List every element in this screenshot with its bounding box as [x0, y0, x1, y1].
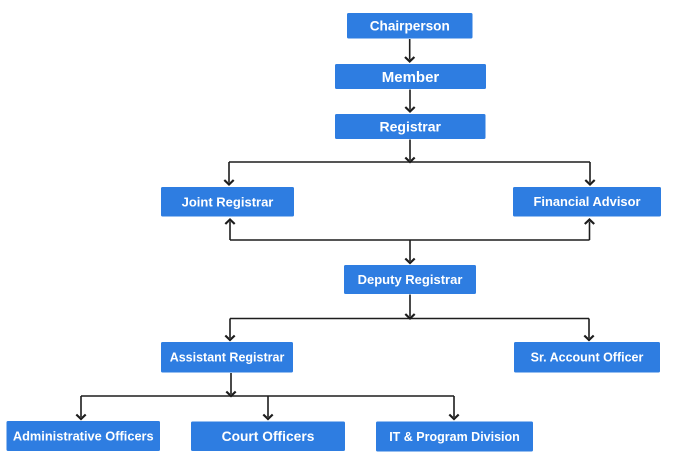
svg-text:Court Officers: Court Officers [222, 429, 315, 444]
svg-text:Assistant Registrar: Assistant Registrar [170, 351, 285, 365]
svg-text:Chairperson: Chairperson [370, 19, 450, 34]
svg-text:Joint Registrar: Joint Registrar [182, 194, 274, 209]
svg-text:Financial Advisor: Financial Advisor [534, 194, 641, 209]
svg-text:Administrative Officers: Administrative Officers [13, 429, 154, 444]
svg-text:Member: Member [382, 69, 440, 86]
svg-text:IT & Program Division: IT & Program Division [389, 430, 520, 444]
svg-text:Deputy Registrar: Deputy Registrar [358, 272, 463, 287]
svg-text:Sr. Account Officer: Sr. Account Officer [531, 351, 644, 365]
svg-text:Registrar: Registrar [380, 118, 442, 134]
